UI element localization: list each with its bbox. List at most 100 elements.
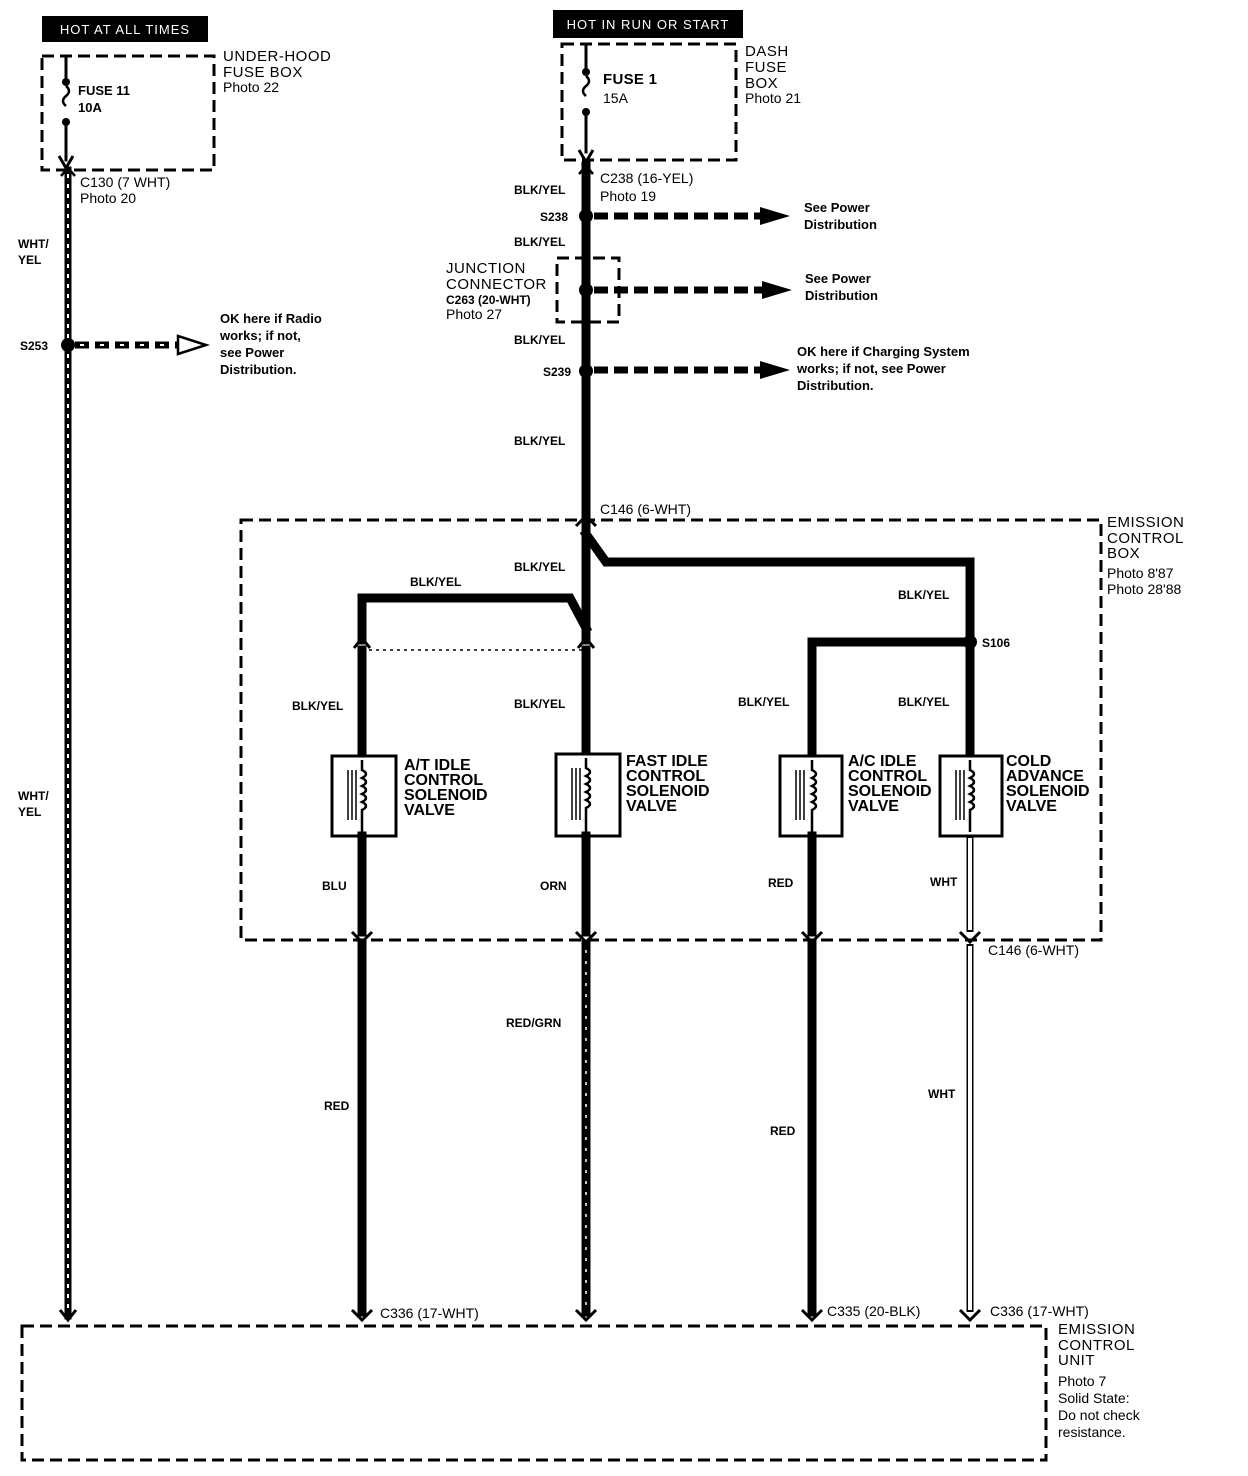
splice-s106-label: S106 (982, 636, 1010, 650)
wire-label-blk-yel-5: BLK/YEL (514, 560, 565, 574)
c336-left-label: C336 (17-WHT) (380, 1305, 479, 1321)
wire-label-red-low-3: RED (770, 1124, 796, 1138)
solenoid-1-line-3: SOLENOID (404, 787, 488, 804)
splice-s253 (61, 338, 75, 352)
header-hot-in-run-text: HOT IN RUN OR START (567, 17, 730, 32)
wire-label-red-low-1: RED (324, 1099, 350, 1113)
ecu-note-1: Solid State: (1058, 1390, 1130, 1406)
c130-photo: Photo 20 (80, 190, 136, 206)
junction-photo: Photo 27 (446, 306, 502, 322)
note-see-power-2b: Distribution (805, 288, 878, 303)
dash-photo: Photo 21 (745, 90, 801, 106)
junction-connector-label: C263 (20-WHT) (446, 293, 531, 307)
emission-box-photo-1: Photo 8'87 (1107, 565, 1174, 581)
underhood-fuse-box (40, 54, 216, 172)
c146-bottom-label: C146 (6-WHT) (988, 942, 1079, 958)
wire-label-wht-yel-1a: WHT/ (18, 237, 49, 251)
junction-label-2: CONNECTOR (446, 276, 547, 293)
fuse-11-rating: 10A (78, 100, 102, 115)
wire-label-blk-yel-sol2: BLK/YEL (514, 697, 565, 711)
wire-label-wht-low-4: WHT (928, 1087, 956, 1101)
wire-label-wht-yel-2a: WHT/ (18, 789, 49, 803)
solenoid-1-line-4: VALVE (404, 802, 455, 819)
note-radio-1: OK here if Radio (220, 311, 322, 326)
solenoid-4-line-4: VALVE (1006, 798, 1057, 815)
solenoid-1-line-2: CONTROL (404, 772, 483, 789)
note-charging-2: works; if not, see Power (796, 361, 946, 376)
note-see-power-1a: See Power (804, 200, 870, 215)
emission-box-label-3: BOX (1107, 545, 1140, 562)
underhood-photo: Photo 22 (223, 79, 279, 95)
fuse-1-icon (577, 42, 595, 165)
arrow-s239 (594, 361, 790, 379)
header-hot-at-all-times: HOT AT ALL TIMES (42, 16, 208, 42)
wire-label-blk-yel-4: BLK/YEL (514, 434, 565, 448)
solenoid-3-line-2: CONTROL (848, 768, 927, 785)
fuse-11-icon (57, 54, 75, 171)
solenoid-2-line-1: FAST IDLE (626, 753, 708, 770)
splice-s239-label: S239 (543, 365, 571, 379)
junction-label-1: JUNCTION (446, 260, 526, 277)
note-radio-4: Distribution. (220, 362, 297, 377)
arrow-junction (594, 281, 792, 299)
emission-box-label-2: CONTROL (1107, 530, 1184, 547)
fuse-1-name: FUSE 1 (603, 71, 657, 88)
solenoid-2-line-3: SOLENOID (626, 783, 710, 800)
fuse-1-rating: 15A (603, 90, 629, 106)
note-charging-3: Distribution. (797, 378, 874, 393)
splice-s238 (579, 209, 593, 223)
fuse-11-name: FUSE 11 (78, 83, 130, 98)
c238-label: C238 (16-YEL) (600, 170, 693, 186)
c336-right-label: C336 (17-WHT) (990, 1303, 1089, 1319)
solenoid-1-line-1: A/T IDLE (404, 757, 471, 774)
note-radio-2: works; if not, (219, 328, 301, 343)
wire-blk-yel-harness (357, 521, 975, 761)
wire-label-blk-yel-sol4: BLK/YEL (898, 695, 949, 709)
underhood-name-2: FUSE BOX (223, 64, 303, 81)
wire-label-blk-yel-2: BLK/YEL (514, 235, 565, 249)
solenoid-icon-3 (778, 754, 844, 838)
wire-label-wht-yel-2b: YEL (18, 805, 41, 819)
solenoid-3-line-4: VALVE (848, 798, 899, 815)
underhood-name-1: UNDER-HOOD (223, 48, 331, 65)
wire-label-blk-yel-sol1: BLK/YEL (292, 699, 343, 713)
wire-label-blk-yel-1: BLK/YEL (514, 183, 565, 197)
c335-label: C335 (20-BLK) (827, 1303, 920, 1319)
emission-control-unit (20, 1324, 1048, 1462)
junction-point (579, 283, 593, 297)
ecu-note-3: resistance. (1058, 1424, 1126, 1440)
c130-label: C130 (7 WHT) (80, 174, 170, 190)
solenoid-2-line-2: CONTROL (626, 768, 705, 785)
dash-fuse-box (560, 42, 738, 162)
c146-top-label: C146 (6-WHT) (600, 501, 691, 517)
note-charging-1: OK here if Charging System (797, 344, 970, 359)
note-radio-3: see Power (220, 345, 284, 360)
emission-box-label-1: EMISSION (1107, 514, 1184, 531)
splice-s253-label: S253 (20, 339, 48, 353)
c238-photo: Photo 19 (600, 188, 656, 204)
ecu-photo: Photo 7 (1058, 1373, 1106, 1389)
solenoid-3-line-3: SOLENOID (848, 783, 932, 800)
solenoid-4-line-2: ADVANCE (1006, 768, 1084, 785)
arrow-s238 (594, 207, 790, 225)
splice-s238-label: S238 (540, 210, 568, 224)
arrow-s253 (75, 334, 211, 356)
solenoid-4-line-3: SOLENOID (1006, 783, 1090, 800)
wire-label-blk-yel-branch-left: BLK/YEL (410, 575, 461, 589)
wire-label-blk-yel-3: BLK/YEL (514, 333, 565, 347)
wire-label-blu: BLU (322, 879, 347, 893)
solenoid-icon-1 (330, 754, 398, 838)
ecu-label-1: EMISSION (1058, 1321, 1135, 1338)
solenoid-2-line-4: VALVE (626, 798, 677, 815)
solenoid-icon-4 (938, 754, 1004, 838)
wire-label-blk-yel-sol3: BLK/YEL (738, 695, 789, 709)
solenoid-4-line-1: COLD (1006, 753, 1051, 770)
header-hot-in-run-or-start: HOT IN RUN OR START (553, 10, 743, 38)
wire-label-orn: ORN (540, 879, 567, 893)
splice-s239 (579, 364, 593, 378)
wire-label-wht-sol4: WHT (930, 875, 958, 889)
ecu-label-3: UNIT (1058, 1352, 1095, 1369)
dash-name-3: BOX (745, 75, 778, 92)
header-hot-at-all-times-text: HOT AT ALL TIMES (60, 22, 190, 37)
ecu-label-2: CONTROL (1058, 1337, 1135, 1354)
